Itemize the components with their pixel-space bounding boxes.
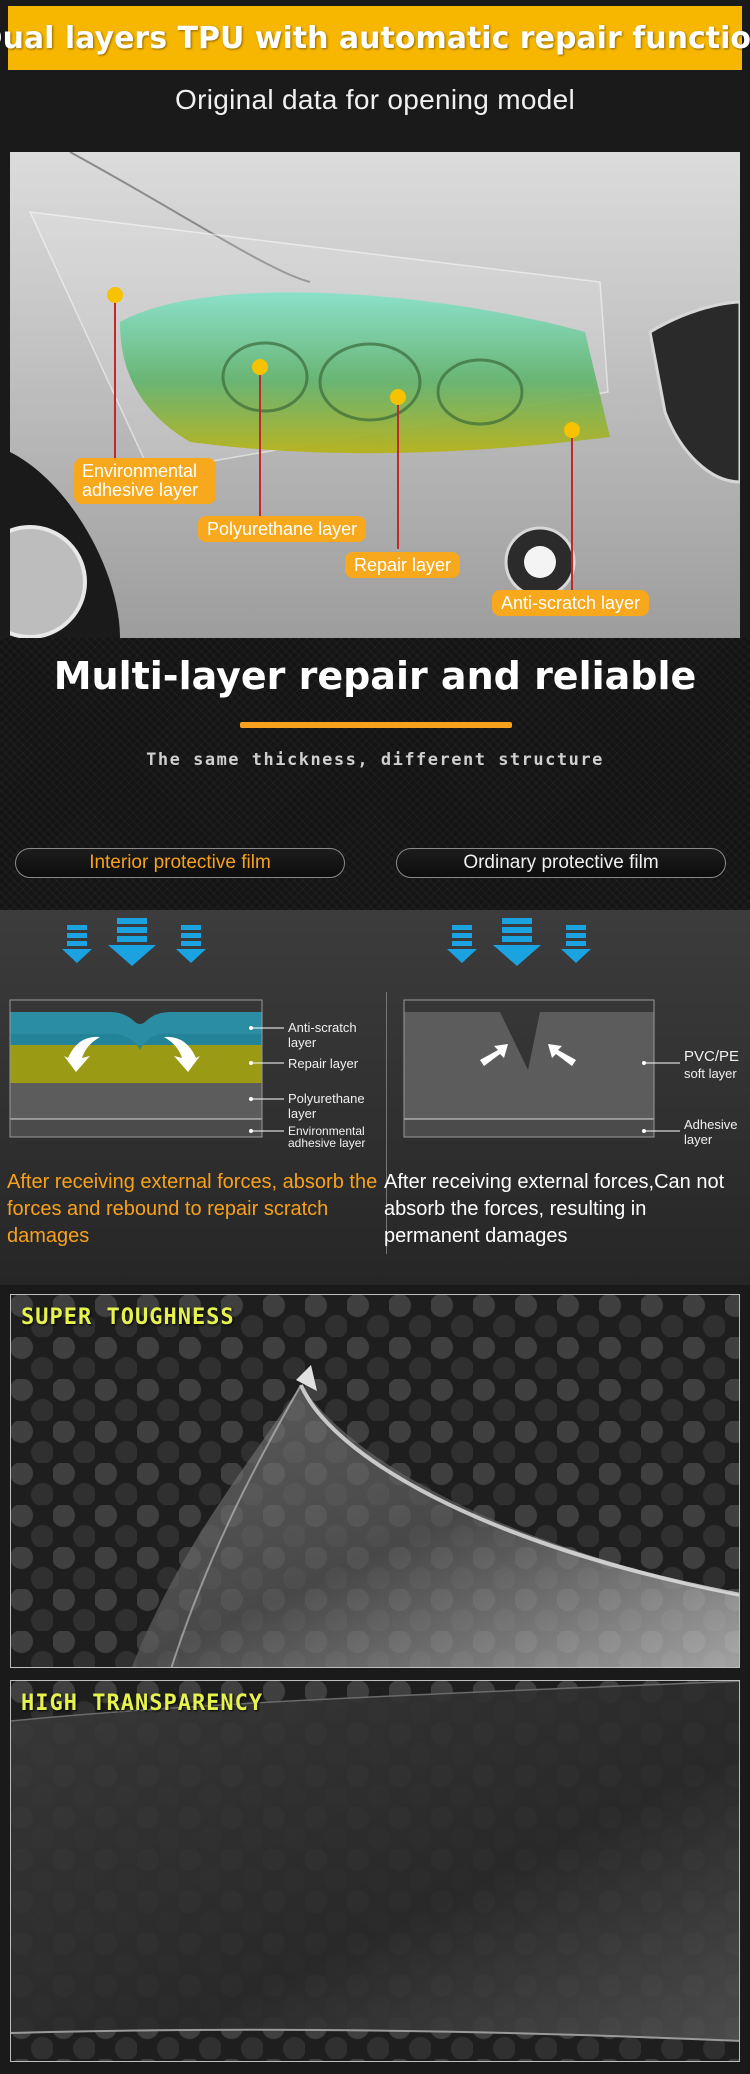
pointer-line [571, 430, 573, 590]
pointer-line [397, 397, 399, 549]
label-anti-scratch: Anti-scratch layer [492, 590, 650, 616]
title-banner: Dual layers TPU with automatic repair fu… [0, 6, 750, 70]
headlamp-photo: Environmental adhesive layer Polyurethan… [10, 152, 740, 638]
pointer-line [259, 367, 261, 527]
banner-title: Dual layers TPU with automatic repair fu… [0, 20, 750, 56]
label-polyurethane: Polyurethane layer [198, 516, 367, 542]
layer-label-polyurethane: Polyurethane layer [288, 1091, 365, 1121]
ordinary-film-diagram [403, 918, 680, 1138]
toughness-photo: SUPER TOUGHNESS [10, 1294, 740, 1668]
interior-film-description: After receiving external forces, absorb … [7, 1171, 378, 1247]
pressure-arrows-icon [62, 918, 206, 966]
feature-title-transparency: HIGH TRANSPARENCY [21, 1691, 264, 1716]
callout-dot [107, 287, 123, 303]
label-environmental-adhesive: Environmental adhesive layer [74, 458, 216, 504]
headlamp-illustration [10, 152, 740, 638]
callout-dot [564, 422, 580, 438]
ordinary-film-description: After receiving external forces,Can not … [384, 1171, 725, 1247]
film-puncture-illustration [131, 1365, 739, 1667]
pressure-arrows-icon [447, 918, 591, 966]
heading-underline [240, 722, 512, 728]
feature-title-toughness: SUPER TOUGHNESS [21, 1305, 235, 1330]
section-tagline: The same thickness, different structure [146, 750, 604, 770]
layer-label-environmental: Environmental adhesive layer [288, 1124, 366, 1150]
transparent-film-illustration [11, 1681, 739, 2042]
callout-dot [390, 389, 406, 405]
transparency-photo: HIGH TRANSPARENCY [10, 1680, 740, 2062]
section-heading: Multi-layer repair and reliable [53, 654, 697, 698]
interior-film-diagram [9, 918, 284, 1138]
layer-label-soft: soft layer [684, 1066, 737, 1081]
label-repair: Repair layer [345, 552, 461, 578]
pointer-line [114, 295, 116, 495]
subtitle: Original data for opening model [175, 84, 575, 115]
layer-label-adhesive: Adhesive layer [684, 1117, 738, 1147]
layer-label-anti-scratch: Anti-scratch layer [288, 1020, 357, 1050]
ordinary-film-title: Ordinary protective film [396, 848, 726, 878]
layer-label-pvc: PVC/PE [684, 1048, 740, 1065]
interior-film-title: Interior protective film [15, 848, 345, 878]
layer-label-repair: Repair layer [288, 1056, 359, 1071]
comparison-divider [386, 992, 387, 1254]
callout-dot [252, 359, 268, 375]
